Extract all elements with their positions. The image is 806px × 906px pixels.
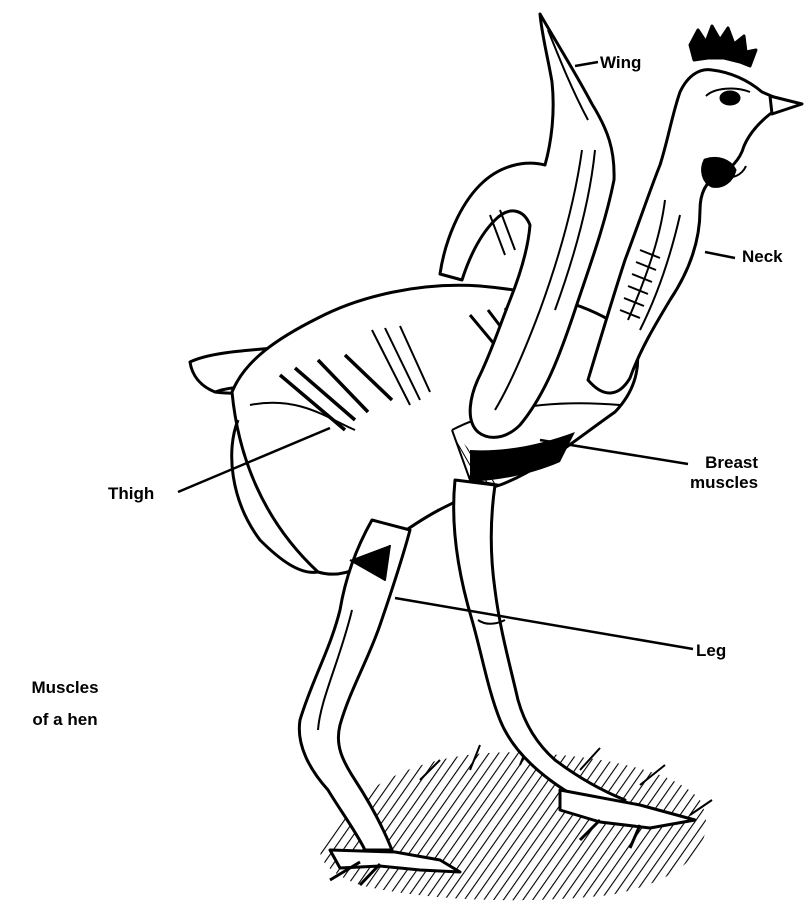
wing-label: Wing: [600, 53, 641, 73]
neck-label: Neck: [742, 247, 783, 267]
breast-label-line1: Breast: [690, 453, 758, 473]
figure-caption: Muscles of a hen: [10, 672, 120, 737]
wing-pointer: [575, 62, 598, 66]
body: [232, 285, 638, 574]
caption-line2: of a hen: [10, 704, 120, 736]
leg-label: Leg: [696, 641, 726, 661]
caption-line1: Muscles: [10, 672, 120, 704]
breast-label-line2: muscles: [690, 473, 758, 493]
breast-muscles-label: Breast muscles: [690, 453, 758, 494]
neck-head: [588, 26, 802, 393]
leg-pointer: [395, 598, 693, 649]
thigh-label: Thigh: [108, 484, 154, 504]
neck-pointer: [705, 252, 735, 258]
